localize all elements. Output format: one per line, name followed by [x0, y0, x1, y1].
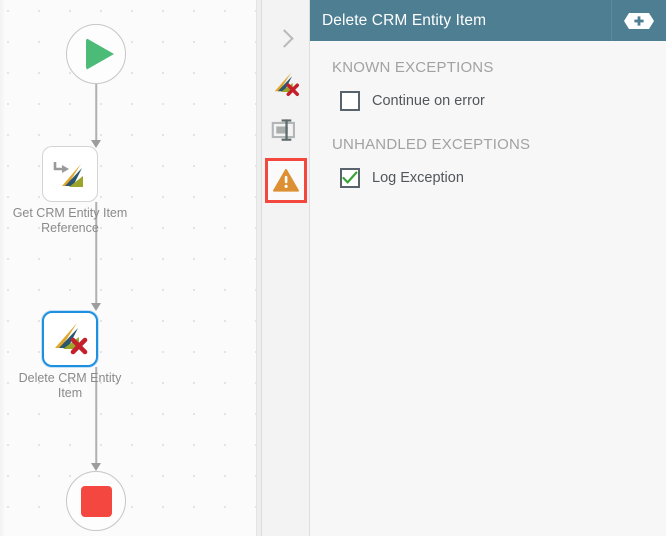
connector-get-to-delete — [95, 202, 97, 307]
workflow-canvas[interactable]: Get CRM Entity Item Reference Delet — [0, 0, 256, 536]
arrowhead-stop — [91, 463, 101, 471]
workflow-flow: Get CRM Entity Item Reference Delet — [0, 0, 256, 536]
node-label: Get CRM Entity Item Reference — [12, 206, 128, 235]
text-field-icon — [271, 119, 295, 141]
panel-body: KNOWN EXCEPTIONS Continue on error UNHAN… — [310, 41, 666, 536]
arrowhead-get — [91, 140, 101, 148]
log-exception-checkbox[interactable] — [340, 168, 360, 188]
start-circle[interactable] — [66, 24, 126, 84]
properties-icon-rail — [262, 0, 310, 536]
stop-circle[interactable] — [66, 471, 126, 531]
play-icon — [86, 38, 114, 70]
crm-delete-icon — [274, 72, 299, 96]
collapse-panel-toggle[interactable] — [265, 16, 307, 60]
connector-start-to-get — [95, 84, 97, 142]
node-start[interactable] — [66, 24, 126, 84]
section-heading-known-exceptions: KNOWN EXCEPTIONS — [332, 59, 494, 76]
option-log-exception[interactable]: Log Exception — [340, 165, 666, 191]
log-exception-label: Log Exception — [372, 170, 464, 186]
continue-on-error-checkbox[interactable] — [340, 91, 360, 111]
node-get-crm-entity-item-reference[interactable]: Get CRM Entity Item Reference — [13, 146, 150, 236]
activity-box[interactable] — [42, 146, 98, 202]
rail-item-exceptions[interactable] — [264, 158, 307, 203]
continue-on-error-label: Continue on error — [372, 93, 485, 109]
option-continue-on-error[interactable]: Continue on error — [340, 88, 666, 114]
node-stop[interactable] — [66, 471, 126, 531]
crm-entity-reference-icon — [53, 162, 83, 187]
panel-header: Delete CRM Entity Item — [310, 0, 666, 41]
arrowhead-delete — [91, 303, 101, 311]
chevron-right-icon — [274, 28, 294, 48]
properties-panel: Delete CRM Entity Item KNOWN EXCEPTIONS … — [310, 0, 666, 536]
node-delete-crm-entity-item[interactable]: Delete CRM Entity Item — [19, 311, 150, 401]
canvas-vertical-scrollbar[interactable] — [256, 0, 262, 536]
node-label: Delete CRM Entity Item — [18, 371, 122, 400]
checkmark-icon — [342, 171, 358, 184]
connector-delete-to-stop — [95, 367, 97, 467]
crm-delete-icon — [55, 323, 88, 355]
activity-box-selected[interactable] — [42, 311, 98, 367]
warning-triangle-icon — [272, 168, 299, 192]
add-button[interactable] — [612, 0, 666, 41]
rail-item-properties[interactable] — [265, 108, 307, 152]
stop-icon — [80, 485, 112, 517]
delete-cross — [70, 337, 88, 355]
section-heading-unhandled-exceptions: UNHANDLED EXCEPTIONS — [332, 136, 531, 153]
page-title: Delete CRM Entity Item — [322, 11, 487, 29]
canvas-left-edge — [0, 0, 5, 536]
add-icon — [624, 12, 654, 29]
header-divider — [611, 0, 612, 41]
rail-item-activity[interactable] — [265, 62, 307, 106]
canvas-dot-grid — [0, 0, 256, 536]
